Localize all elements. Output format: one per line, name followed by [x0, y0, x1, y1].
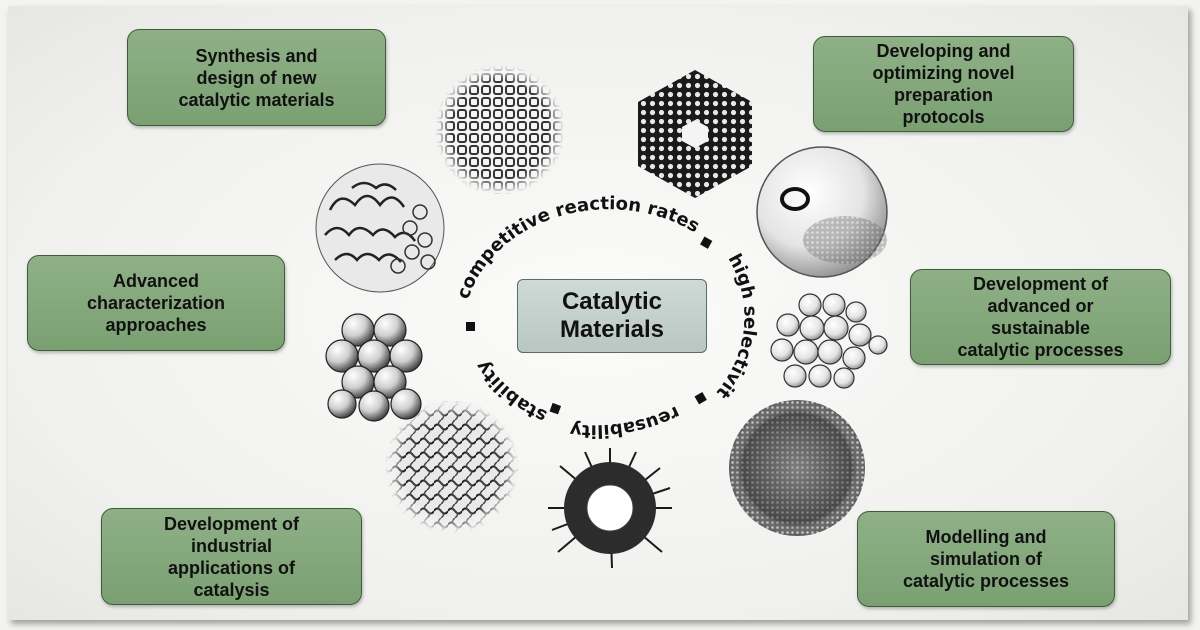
- tangled-fiber-sphere-icon: [386, 401, 518, 533]
- ring-separator: [549, 402, 562, 415]
- ring-separator: [466, 322, 475, 331]
- spiky-nanoparticle-icon: [548, 448, 672, 569]
- topic-box-industrial: Development of industrial applications o…: [101, 508, 362, 605]
- central-concept-box: Catalytic Materials: [517, 279, 707, 353]
- topic-box-modelling: Modelling and simulation of catalytic pr…: [857, 511, 1115, 607]
- topic-label-industrial: Development of industrial applications o…: [163, 513, 300, 600]
- topic-label-modelling: Modelling and simulation of catalytic pr…: [902, 527, 1070, 591]
- ring-separator: [700, 236, 713, 249]
- dotted-sphere-icon: [729, 400, 865, 536]
- topic-box-protocols: Developing and optimizing novel preparat…: [813, 36, 1074, 132]
- stacked-spheres-icon: [325, 313, 423, 422]
- topic-label-synthesis: Synthesis and design of new catalytic ma…: [178, 45, 335, 110]
- topic-box-synthesis: Synthesis and design of new catalytic ma…: [127, 29, 386, 126]
- topic-label-protocols: Developing and optimizing novel preparat…: [872, 41, 1015, 127]
- central-concept-label: Catalytic Materials: [559, 288, 665, 343]
- topic-box-processes: Development of advanced or sustainable c…: [910, 269, 1171, 365]
- topic-label-processes: Development of advanced or sustainable c…: [957, 274, 1124, 360]
- ring-separator: [694, 392, 707, 405]
- topic-label-characterization: Advanced characterization approaches: [86, 271, 226, 335]
- hexagonal-porous-sphere-icon: [638, 70, 752, 198]
- particle-cluster-icon: [760, 278, 888, 402]
- ring-label-reusability: reusability: [569, 402, 684, 442]
- wrinkled-cluster-icon: [315, 163, 445, 293]
- topic-box-characterization: Advanced characterization approaches: [27, 255, 285, 351]
- mesh-lattice-icon: [436, 66, 564, 194]
- glossy-sphere-icon: [756, 146, 888, 278]
